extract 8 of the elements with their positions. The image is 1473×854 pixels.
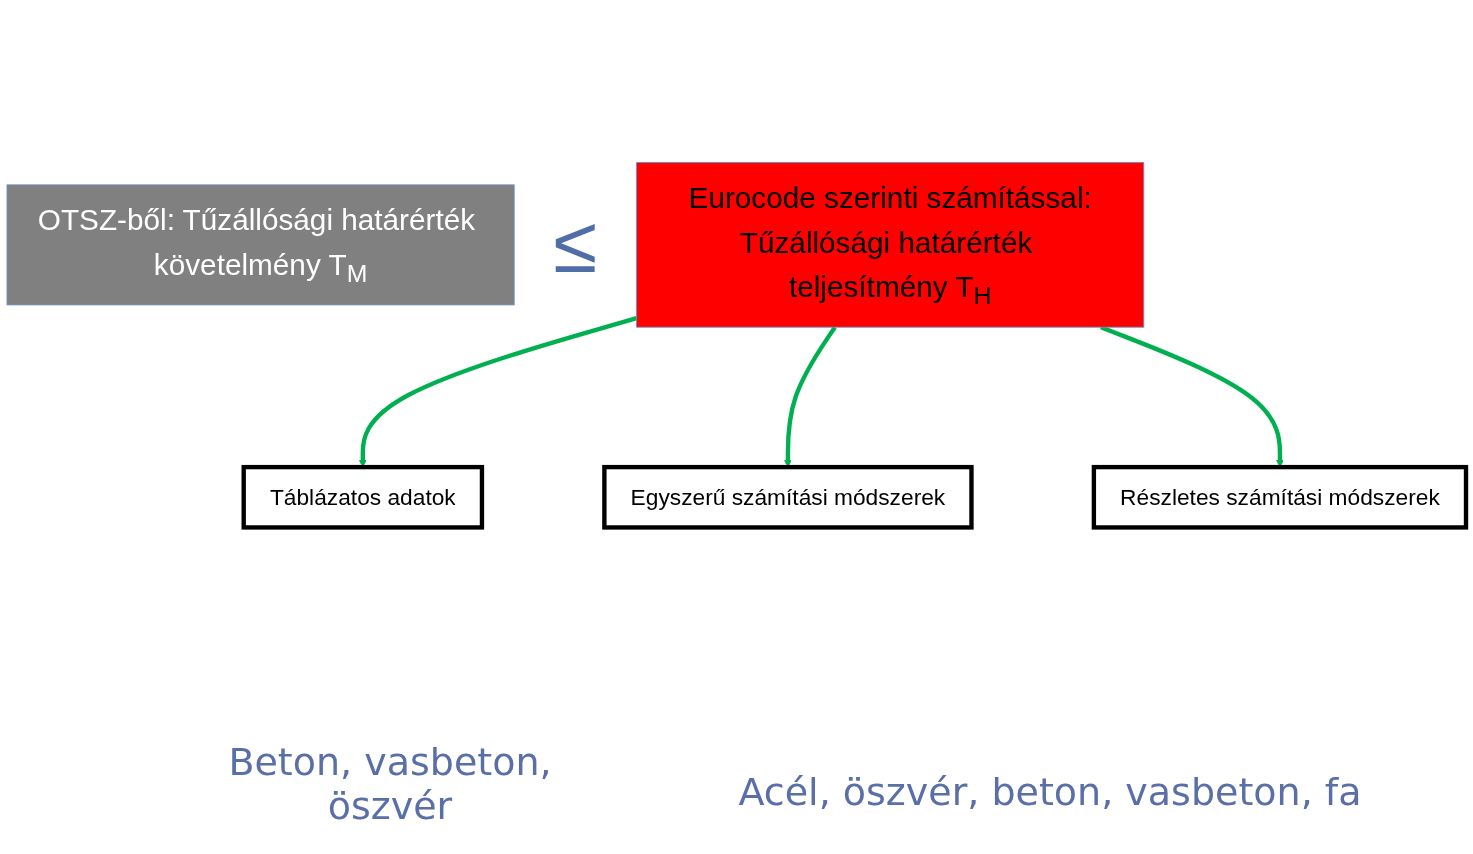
node-box: Részletes számítási módszerek: [1091, 464, 1469, 530]
note-text: Acél, öszvér, beton, vasbeton, fa: [737, 770, 1363, 814]
relation-sign: ≤: [553, 204, 598, 285]
node-box: Egyszerű számítási módszerek: [602, 464, 974, 530]
note-text: Beton, vasbeton, öszvér: [227, 740, 553, 828]
node-box: OTSZ-ből: Tűzállósági határérték követelmény T$_{M}$: [6, 184, 515, 306]
node-box: Táblázatos adatok: [241, 464, 485, 530]
node-box: Eurocode szerinti számítással: Tűzállósági határérték teljesítmény T$_{H}$: [636, 162, 1145, 328]
